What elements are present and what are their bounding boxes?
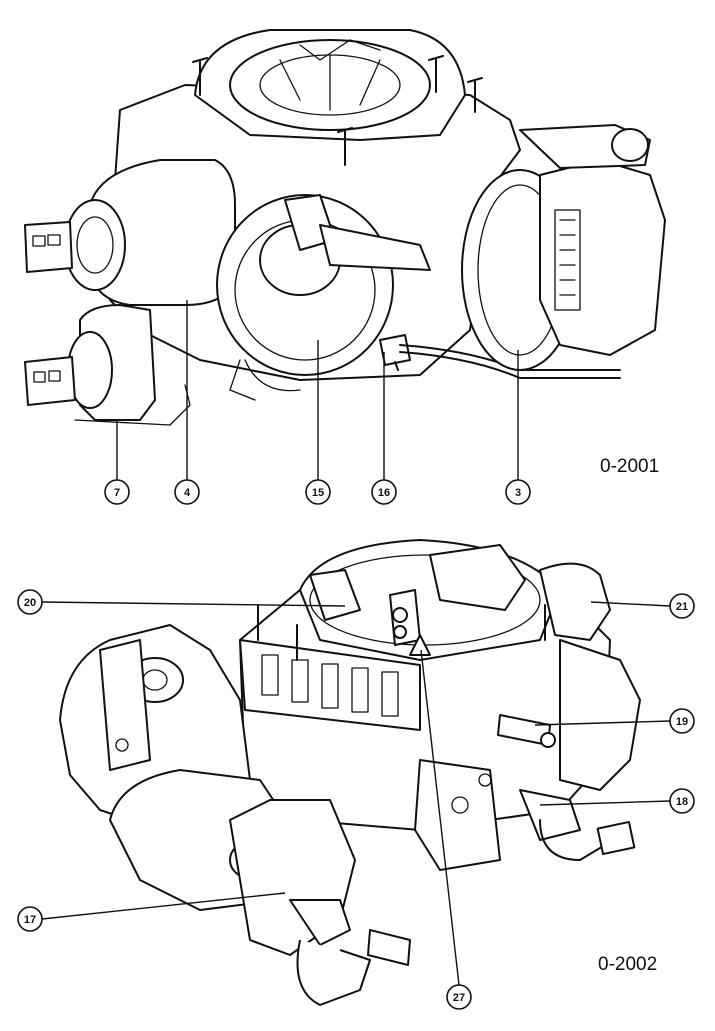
figure-top-leaders xyxy=(116,300,519,480)
figure-bottom-illustration xyxy=(59,539,641,1006)
callout-16: 16 xyxy=(371,479,397,505)
callout-17-label: 17 xyxy=(24,914,36,926)
solenoid-valve xyxy=(24,304,191,426)
callout-7-label: 7 xyxy=(114,487,120,499)
throttle-position-module xyxy=(461,124,666,371)
callout-18-label: 18 xyxy=(676,796,688,808)
callout-18: 18 xyxy=(669,788,695,814)
callout-27: 27 xyxy=(446,984,472,1010)
figure-code-bottom: 0-2002 xyxy=(598,954,657,975)
vacuum-diaphragm xyxy=(216,194,431,401)
arrow-marker xyxy=(409,634,431,656)
callout-19-label: 19 xyxy=(676,716,688,728)
callout-3-label: 3 xyxy=(515,487,521,499)
connector-plug-upper xyxy=(24,221,73,273)
callout-21-label: 21 xyxy=(676,601,688,613)
callout-4-label: 4 xyxy=(184,487,191,499)
figure-bottom-leaders xyxy=(41,601,671,986)
callout-19: 19 xyxy=(669,708,695,734)
callout-4: 4 xyxy=(174,479,200,505)
callout-3: 3 xyxy=(505,479,531,505)
callout-16-label: 16 xyxy=(378,487,390,499)
connector-18 xyxy=(596,820,636,856)
callout-15-label: 15 xyxy=(312,487,324,499)
right-actuator xyxy=(539,562,611,641)
throttle-linkage xyxy=(59,624,411,1006)
callout-7: 7 xyxy=(104,479,130,505)
figure-top-illustration xyxy=(24,29,666,426)
callout-21: 21 xyxy=(669,593,695,619)
callout-20-label: 20 xyxy=(24,597,36,609)
callout-27-label: 27 xyxy=(453,992,465,1004)
figure-code-top: 0-2001 xyxy=(600,456,659,477)
slotted-wall xyxy=(239,639,421,731)
callout-20: 20 xyxy=(17,589,43,615)
callout-15: 15 xyxy=(305,479,331,505)
mounting-studs xyxy=(192,55,483,166)
idle-actuator-motor xyxy=(24,159,236,306)
callout-17: 17 xyxy=(17,906,43,932)
